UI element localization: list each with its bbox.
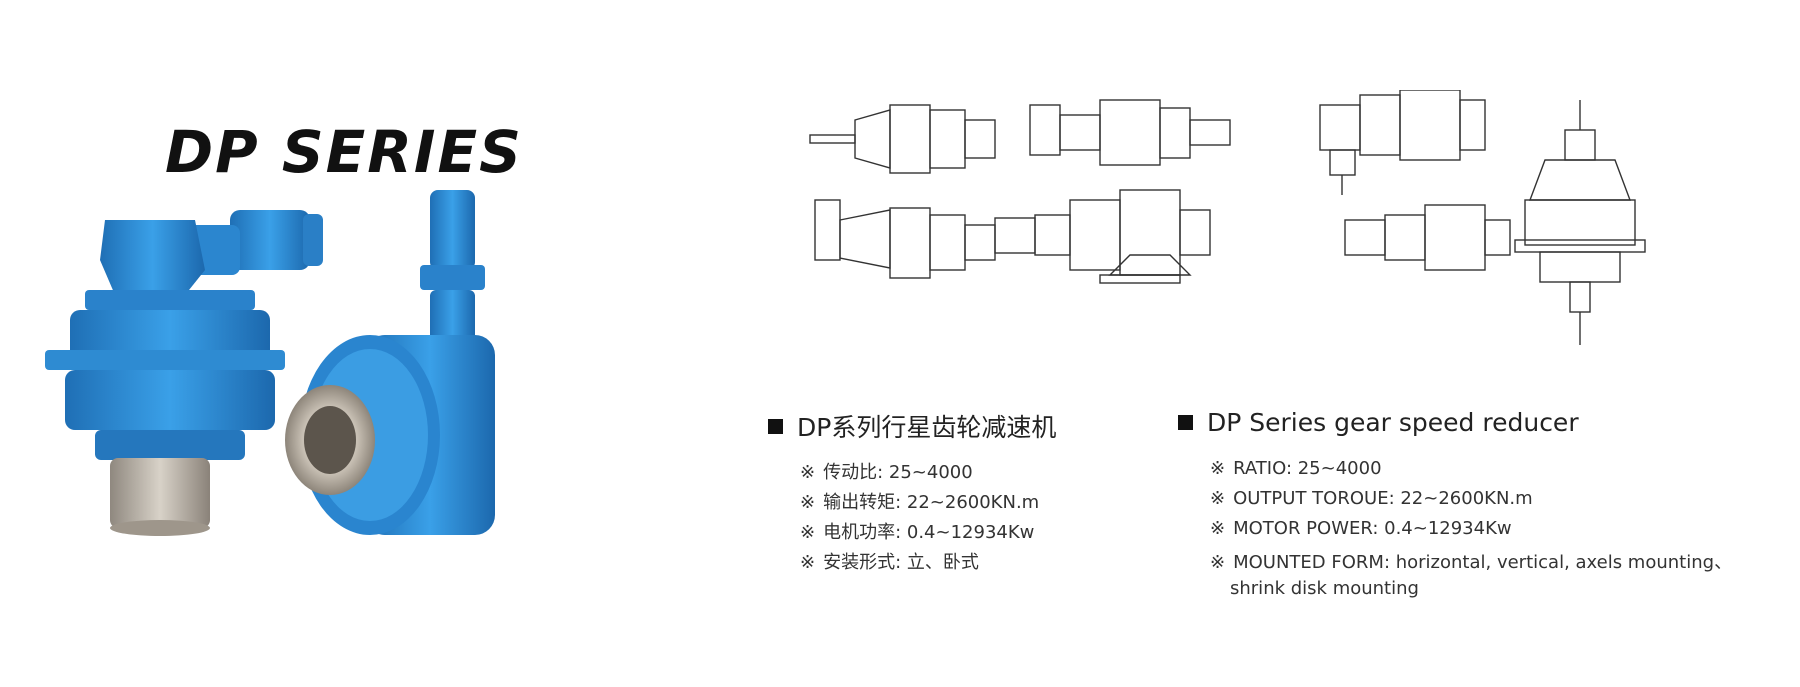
- spec-text: RATIO: 25~4000: [1233, 458, 1382, 479]
- mounting-line-drawings: [809, 90, 1646, 345]
- english-spec-mounting-continued: shrink disk mounting: [1230, 578, 1419, 599]
- english-spec-ratio: ※ RATIO: 25~4000: [1210, 458, 1382, 479]
- chinese-heading: DP系列行星齿轮减速机: [768, 408, 1056, 444]
- drawing-horizontal-gear-input: [1029, 99, 1231, 166]
- chinese-spec-power: ※ 电机功率: 0.4~12934Kw: [800, 518, 1034, 544]
- reference-mark-icon: ※: [800, 492, 816, 513]
- drawing-right-angle-input: [1319, 90, 1486, 195]
- english-spec-power: ※ MOTOR POWER: 0.4~12934Kw: [1210, 518, 1512, 539]
- series-title: DP SERIES: [165, 118, 523, 186]
- drawing-vertical-mounting: [1514, 100, 1646, 345]
- spec-text: 安装形式: 立、卧式: [823, 552, 979, 573]
- spec-text: shrink disk mounting: [1230, 578, 1419, 599]
- spec-text: OUTPUT TOROUE: 22~2600KN.m: [1233, 488, 1533, 509]
- drawing-worm-input: [1344, 204, 1511, 271]
- drawing-gear-motor-input: [814, 199, 996, 279]
- reference-mark-icon: ※: [1210, 458, 1226, 479]
- spec-text: 输出转矩: 22~2600KN.m: [823, 492, 1040, 513]
- spec-text: MOUNTED FORM: horizontal, vertical, axel…: [1233, 552, 1733, 573]
- square-bullet-icon: [1178, 415, 1193, 430]
- reference-mark-icon: ※: [800, 522, 816, 543]
- reference-mark-icon: ※: [1210, 552, 1226, 573]
- square-bullet-icon: [768, 418, 783, 434]
- spec-text: MOTOR POWER: 0.4~12934Kw: [1233, 518, 1512, 539]
- reference-mark-icon: ※: [1210, 488, 1226, 509]
- gearbox-photo-horizontal-motor: [45, 210, 323, 536]
- chinese-spec-torque: ※ 输出转矩: 22~2600KN.m: [800, 488, 1039, 514]
- drawing-horizontal-shaft-input: [809, 104, 996, 174]
- chinese-spec-ratio: ※ 传动比: 25~4000: [800, 458, 973, 484]
- gearbox-photo-vertical-motor: [285, 190, 495, 535]
- english-spec-torque: ※ OUTPUT TOROUE: 22~2600KN.m: [1210, 488, 1533, 509]
- chinese-spec-mounting: ※ 安装形式: 立、卧式: [800, 548, 979, 574]
- english-heading: DP Series gear speed reducer: [1178, 408, 1579, 437]
- english-heading-text: DP Series gear speed reducer: [1207, 408, 1579, 437]
- reference-mark-icon: ※: [800, 462, 816, 483]
- drawing-motor-with-base: [994, 189, 1211, 284]
- reference-mark-icon: ※: [1210, 518, 1226, 539]
- spec-text: 传动比: 25~4000: [823, 462, 973, 483]
- chinese-heading-text: DP系列行星齿轮减速机: [797, 413, 1057, 442]
- english-spec-mounting: ※ MOUNTED FORM: horizontal, vertical, axe…: [1210, 548, 1732, 574]
- spec-text: 电机功率: 0.4~12934Kw: [823, 522, 1035, 543]
- reference-mark-icon: ※: [800, 552, 816, 573]
